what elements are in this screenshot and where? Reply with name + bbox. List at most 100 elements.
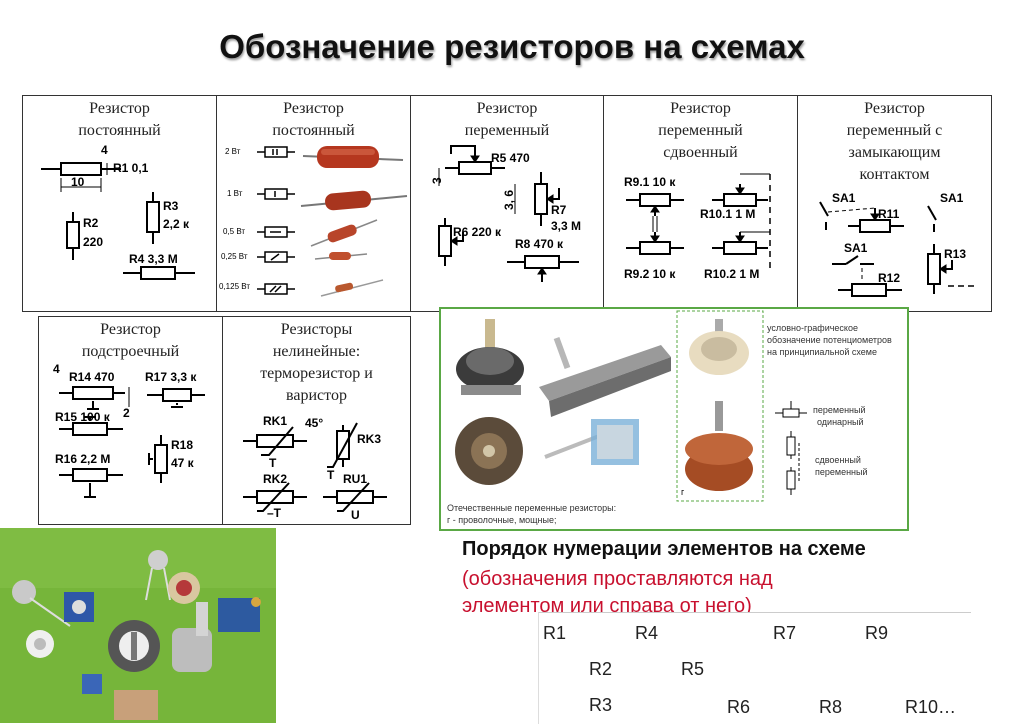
fixed-resistor-symbols: R1 0,1 10 4 R2 220 R3 2,2 к R4 3,3 М xyxy=(41,143,195,280)
potentiometer-panel: г Отечественные переменные резисторы: г … xyxy=(439,307,909,531)
blue-trimmer-photo-2 xyxy=(82,674,102,694)
label-r3-value: 2,2 к xyxy=(163,217,190,231)
single-line-1: переменный xyxy=(813,405,866,415)
potentiometer-illustration: г Отечественные переменные резисторы: г … xyxy=(447,310,892,525)
variable-resistor-symbols: R5 470 3 3, 6 R7 3,3 М R6 220 к R8 470 к xyxy=(430,145,581,282)
beige-trimmer-photo xyxy=(114,690,158,720)
dual-resistor-symbols: R9.1 10 к R10.1 1 М R9.2 10 к R10.2 1 М xyxy=(624,173,771,281)
rotary-potentiometer-photo xyxy=(456,319,524,395)
power-2w: 2 Вт xyxy=(225,147,241,156)
tin-trimmer-photo xyxy=(145,550,171,601)
label-r17: R17 3,3 к xyxy=(145,370,197,384)
label-r6: R6 220 к xyxy=(453,225,502,239)
label-sa1-a: SA1 xyxy=(832,191,856,205)
label-r2-value: 220 xyxy=(83,235,103,249)
label-r102: R10.2 1 М xyxy=(704,267,759,281)
single-pot-symbol xyxy=(775,401,807,418)
slide-potentiometer-photo xyxy=(539,336,671,417)
label-dim-2: 2 xyxy=(123,406,130,420)
label-r1: R1 0,1 xyxy=(113,161,149,175)
components-illustration xyxy=(0,528,276,723)
label-r92: R9.2 10 к xyxy=(624,267,676,281)
blue-multiturn-photo xyxy=(218,597,261,632)
resistor-photo-0125w xyxy=(320,279,384,297)
label-r18-value: 47 к xyxy=(171,456,195,470)
label-r7-value: 3,3 М xyxy=(551,219,581,233)
small-potentiometer-photo xyxy=(544,419,639,465)
seq-r9: R9 xyxy=(865,623,889,643)
label-sa1-c: SA1 xyxy=(844,241,868,255)
label-dim-3: 3 xyxy=(430,177,444,184)
seq-r6: R6 xyxy=(727,697,751,717)
large-trimmer-photo xyxy=(108,620,160,672)
label-r15: R15 100 к xyxy=(55,410,111,424)
blue-trimmer-photo-1 xyxy=(64,592,94,622)
label-r13: R13 xyxy=(944,247,966,261)
seq-r4: R4 xyxy=(635,623,659,643)
trimmer-components-photo xyxy=(0,528,276,723)
seq-r7: R7 xyxy=(773,623,797,643)
label-length: 10 xyxy=(71,175,85,189)
label-r101: R10.1 1 М xyxy=(700,207,755,221)
dual-pot-symbol xyxy=(786,431,800,495)
numbering-sequence: R1 R4 R7 R9 R2 R5 R3 R6 R8 R10… xyxy=(538,612,971,724)
seq-r8: R8 xyxy=(819,697,843,717)
label-r16: R16 2,2 М xyxy=(55,452,110,466)
label-u: U xyxy=(351,508,360,522)
label-t1: T xyxy=(269,456,277,470)
seq-r10: R10… xyxy=(905,697,957,717)
round-potentiometer-photo xyxy=(455,417,523,485)
red-trimmer-photo xyxy=(168,572,200,604)
numbering-heading: Порядок нумерации элементов на схеме xyxy=(462,538,866,560)
dual-line-1: сдвоенный xyxy=(815,455,861,465)
single-line-2: одинарный xyxy=(817,417,864,427)
resistor-photo-large xyxy=(302,146,404,168)
note-line-2: обозначение потенциометров xyxy=(767,335,892,345)
seq-r3: R3 xyxy=(589,695,613,715)
label-r4: R4 3,3 М xyxy=(129,252,178,266)
label-r11: R11 xyxy=(878,207,900,221)
power-rating-symbols: 2 Вт 1 Вт 0,5 Вт 0,25 Вт 0,125 Вт xyxy=(219,146,408,297)
panel-caption-1: Отечественные переменные резисторы: xyxy=(447,503,616,513)
power-0125w: 0,125 Вт xyxy=(219,282,250,291)
trimmer-resistor-symbols: R14 470 4 2 R17 3,3 к R15 100 к R18 47 к… xyxy=(53,362,205,498)
label-t2: T xyxy=(327,468,335,482)
transistor-photo xyxy=(12,580,71,627)
label-g: г xyxy=(681,487,685,497)
note-line-1: условно-графическое xyxy=(767,323,858,333)
nonlinear-resistor-symbols: RK1 45° RK3 T T RK2 –T RU1 U xyxy=(243,414,387,522)
seq-r1: R1 xyxy=(543,623,567,643)
label-ru1: RU1 xyxy=(343,472,367,486)
resistor-photo-05w xyxy=(310,219,378,247)
resistor-photo-025w xyxy=(314,252,368,260)
label-dim-4: 4 xyxy=(53,362,60,376)
seq-r5: R5 xyxy=(681,659,705,679)
power-025w: 0,25 Вт xyxy=(221,252,248,261)
label-r14: R14 470 xyxy=(69,370,115,384)
label-rk3: RK3 xyxy=(357,432,381,446)
label-r12: R12 xyxy=(878,271,900,285)
seq-r2: R2 xyxy=(589,659,613,679)
power-05w: 0,5 Вт xyxy=(223,227,245,236)
label-r91: R9.1 10 к xyxy=(624,175,676,189)
dual-line-2: переменный xyxy=(815,467,868,477)
label-angle: 45° xyxy=(305,416,323,430)
resistor-photo-1w xyxy=(300,190,408,211)
note-line-3: на принципиальной схеме xyxy=(767,347,877,357)
label-rk1: RK1 xyxy=(263,414,287,428)
switch-resistor-symbols: SA1 R11 SA1 SA1 R13 R12 xyxy=(819,191,976,297)
